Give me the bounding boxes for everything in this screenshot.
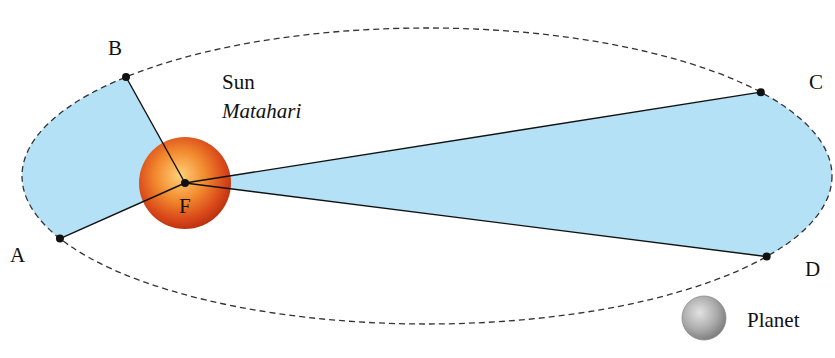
sun-disc bbox=[139, 137, 231, 229]
point-label: C bbox=[809, 72, 823, 93]
radius-line bbox=[126, 77, 185, 183]
planet-label: Planet bbox=[747, 310, 800, 331]
sun-label: Sun bbox=[222, 72, 255, 93]
radius-line bbox=[185, 183, 767, 257]
radius-line bbox=[60, 183, 185, 239]
orbit-point bbox=[757, 88, 765, 96]
planet-disc bbox=[682, 296, 726, 340]
radius-line bbox=[185, 92, 761, 183]
point-label: B bbox=[108, 38, 122, 59]
swept-area bbox=[185, 92, 832, 256]
point-label: D bbox=[805, 259, 820, 280]
orbit-ellipse bbox=[22, 28, 832, 324]
focus-label: F bbox=[179, 196, 191, 217]
orbit-point bbox=[122, 73, 130, 81]
orbit-point bbox=[763, 253, 771, 261]
point-label: A bbox=[10, 245, 25, 266]
orbit-point bbox=[56, 235, 64, 243]
orbit-point bbox=[181, 179, 189, 187]
sun-label: Matahari bbox=[222, 101, 301, 122]
